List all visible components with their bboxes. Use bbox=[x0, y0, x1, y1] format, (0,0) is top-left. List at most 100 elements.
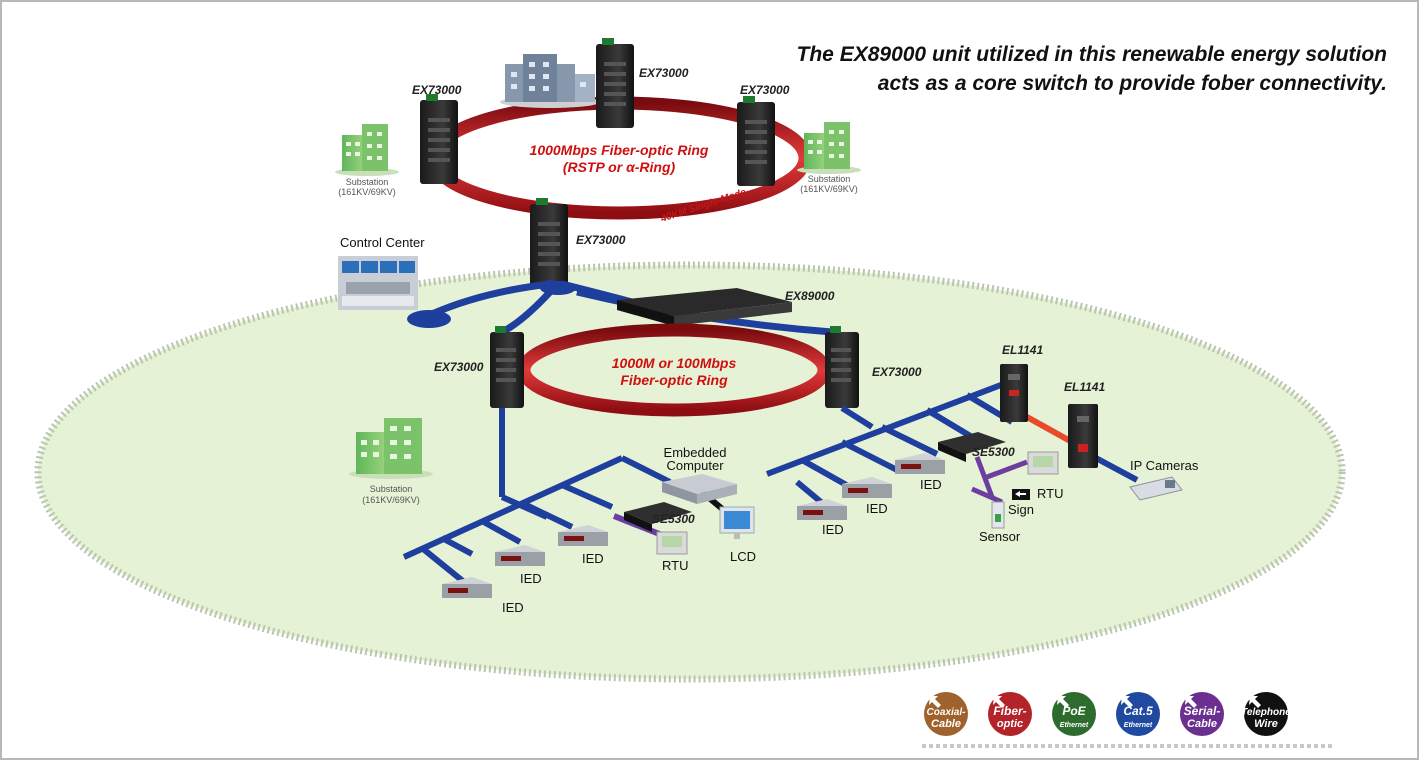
legend-sublabel: Cable bbox=[931, 718, 961, 730]
ied-label: IED bbox=[920, 477, 942, 492]
substation-building-icon-lower: Substation (161KV/69KV) bbox=[349, 418, 433, 505]
legend-item: PoE Ethernet bbox=[1052, 692, 1096, 736]
network-hub-dot bbox=[407, 310, 451, 328]
legend-label: Fiber- bbox=[993, 704, 1026, 718]
legend-label: Serial- bbox=[1184, 704, 1221, 718]
arrow-icon bbox=[993, 696, 1005, 708]
rtu-label: RTU bbox=[662, 558, 688, 573]
caption-line-2: acts as a core switch to provide fober c… bbox=[877, 72, 1387, 95]
legend-sublabel: Cable bbox=[1187, 718, 1217, 730]
office-building-icon bbox=[500, 54, 600, 108]
sign-label: Sign bbox=[1008, 502, 1034, 517]
ex73000-switch-core: EX73000 bbox=[530, 198, 626, 288]
rtu-device: RTU bbox=[656, 531, 688, 573]
se5300-label: SE5300 bbox=[972, 445, 1015, 459]
fiber-link bbox=[1025, 414, 1074, 445]
control-center-label: Control Center bbox=[340, 235, 425, 250]
arrow-icon bbox=[1249, 696, 1261, 708]
ex73000-label: EX73000 bbox=[412, 83, 462, 97]
top-ring-label-1: 1000Mbps Fiber-optic Ring bbox=[530, 142, 709, 158]
arrow-icon bbox=[929, 696, 941, 708]
substation-rating: (161KV/69KV) bbox=[362, 495, 420, 505]
substation-building-icon-right: Substation (161KV/69KV) bbox=[797, 122, 861, 194]
network-hub-dot bbox=[540, 281, 576, 295]
ex73000-label: EX73000 bbox=[576, 233, 626, 247]
substation-name: Substation bbox=[808, 174, 851, 184]
embedded-computer: Embedded Computer bbox=[662, 445, 737, 504]
sensor-label: Sensor bbox=[979, 529, 1021, 544]
legend-label: Telephone bbox=[1241, 707, 1291, 718]
substation-building-icon-left: Substation (161KV/69KV) bbox=[335, 124, 399, 197]
legend-item: Fiber-optic bbox=[988, 692, 1032, 736]
se5300-serial-server: SE5300 bbox=[938, 432, 1015, 462]
ex73000-switch-lower-right: EX73000 bbox=[825, 326, 922, 408]
ip-camera-icon: IP Cameras bbox=[1129, 458, 1199, 501]
ex73000-switch-left: EX73000 bbox=[412, 83, 462, 184]
ied-device bbox=[442, 577, 492, 598]
sensor-icon: Sensor bbox=[979, 501, 1021, 544]
substation-name: Substation bbox=[346, 177, 389, 187]
lower-ring-label-2: Fiber-optic Ring bbox=[620, 372, 728, 388]
el1141-label: EL1141 bbox=[1002, 343, 1043, 357]
ex89000-label: EX89000 bbox=[785, 289, 835, 303]
legend-sublabel: Wire bbox=[1254, 718, 1278, 730]
legend-sublabel: Ethernet bbox=[1060, 722, 1089, 729]
caption-line-1: The EX89000 unit utilized in this renewa… bbox=[796, 43, 1387, 66]
legend-sublabel: optic bbox=[997, 718, 1023, 730]
ex73000-label: EX73000 bbox=[639, 66, 689, 80]
embedded-label-2: Computer bbox=[666, 458, 724, 473]
ied-device bbox=[558, 525, 608, 546]
el1141-media-converter: EL1141 bbox=[1000, 343, 1043, 422]
se5300-label: SE5300 bbox=[652, 512, 695, 526]
substation-name: Substation bbox=[370, 484, 413, 494]
caption: The EX89000 unit utilized in this renewa… bbox=[627, 40, 1387, 98]
ip-cameras-label: IP Cameras bbox=[1130, 458, 1199, 473]
ied-label: IED bbox=[866, 501, 888, 516]
el1141-label: EL1141 bbox=[1064, 380, 1105, 394]
cable-legend: Coaxial-CableFiber-opticPoEEthernetCat.5… bbox=[924, 692, 1291, 736]
lower-ring-label-1: 1000M or 100Mbps bbox=[612, 355, 737, 371]
legend-label: Coaxial- bbox=[927, 707, 967, 718]
serial-links-right bbox=[971, 456, 1028, 505]
arrow-icon bbox=[1057, 696, 1069, 708]
sign-icon: Sign bbox=[1008, 489, 1034, 517]
ied-device bbox=[797, 499, 847, 520]
ied-label: IED bbox=[502, 600, 524, 615]
arrow-icon bbox=[1121, 696, 1133, 708]
ied-label: IED bbox=[822, 522, 844, 537]
legend-item: Serial-Cable bbox=[1180, 692, 1224, 736]
legend-label: Cat.5 bbox=[1123, 704, 1153, 718]
cat5-tree-left bbox=[402, 408, 672, 585]
ex73000-switch-right: EX73000 bbox=[737, 83, 790, 186]
ex73000-label: EX73000 bbox=[872, 365, 922, 379]
top-ring-label-2: (RSTP or α-Ring) bbox=[563, 159, 676, 175]
embedded-label-1: Embedded bbox=[664, 445, 727, 460]
control-center-icon: Control Center bbox=[338, 235, 425, 310]
ied-device bbox=[495, 545, 545, 566]
rtu-label: RTU bbox=[1037, 486, 1063, 501]
rtu-device: RTU bbox=[1027, 451, 1063, 501]
substation-rating: (161KV/69KV) bbox=[338, 187, 396, 197]
ied-device bbox=[895, 453, 945, 474]
arrow-icon bbox=[1185, 696, 1197, 708]
se5300-serial-server: SE5300 bbox=[624, 502, 695, 532]
ied-device bbox=[842, 477, 892, 498]
ied-label: IED bbox=[582, 551, 604, 566]
ex73000-switch-lower-left: EX73000 bbox=[434, 326, 524, 408]
ex89000-core-switch: EX89000 bbox=[617, 288, 835, 326]
ex73000-label: EX73000 bbox=[434, 360, 484, 374]
legend-label: PoE bbox=[1062, 704, 1086, 718]
lcd-monitor-icon: LCD bbox=[719, 506, 756, 564]
ex73000-label: EX73000 bbox=[740, 83, 790, 97]
ex73000-switch-top: EX73000 bbox=[596, 38, 689, 128]
substation-rating: (161KV/69KV) bbox=[800, 184, 858, 194]
el1141-media-converter: EL1141 bbox=[1064, 380, 1105, 468]
ied-label: IED bbox=[520, 571, 542, 586]
lcd-label: LCD bbox=[730, 549, 756, 564]
legend-item: Coaxial-Cable bbox=[924, 692, 968, 736]
legend-sublabel: Ethernet bbox=[1124, 722, 1153, 729]
